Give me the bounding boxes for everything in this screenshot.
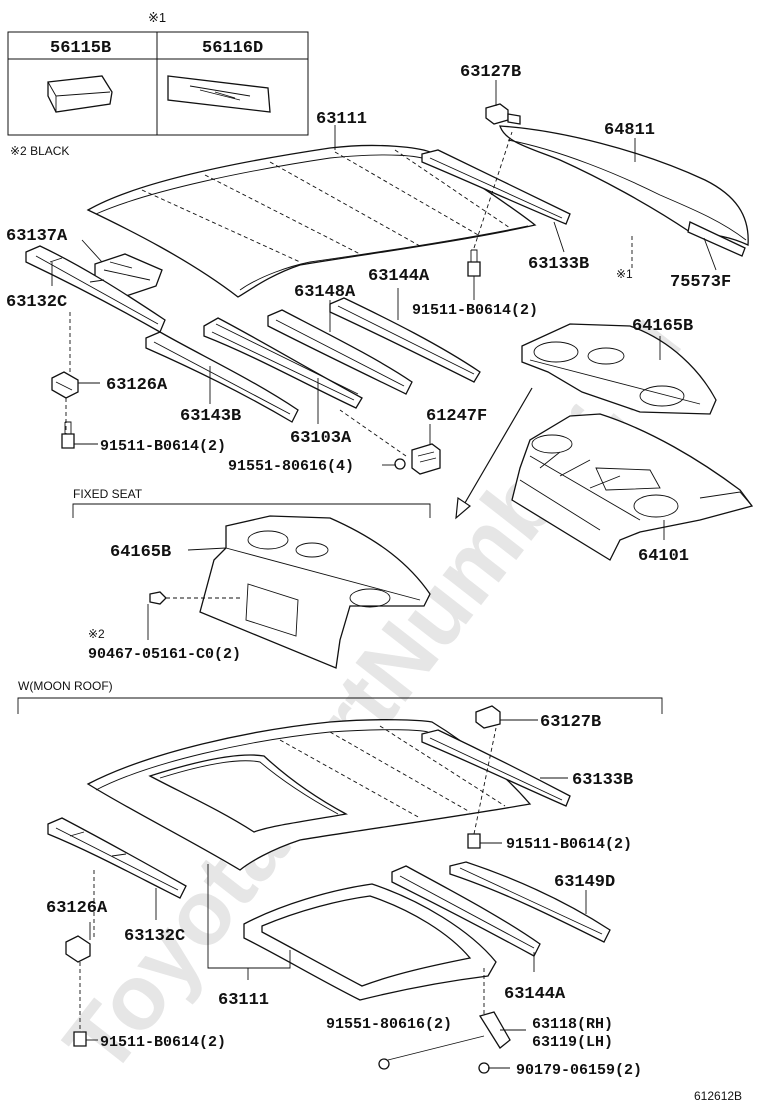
- label-91511-bottom-left: 91511-B0614(2): [100, 1034, 226, 1051]
- bow-63103a: [203, 317, 363, 409]
- nut-91551-top: [394, 458, 406, 470]
- label-63149d: 63149D: [554, 873, 615, 892]
- bow-63148a: [267, 309, 413, 395]
- label-63137a: 63137A: [6, 227, 68, 246]
- moon-roof-section: W(MOON ROOF): [17, 679, 663, 1074]
- label-90467: 90467-05161-C0(2): [88, 646, 241, 663]
- rail-63133b-top: [421, 149, 571, 225]
- rail-63133b-bottom: [421, 729, 571, 807]
- label-63133b-bottom: 63133B: [572, 771, 633, 790]
- label-63126a-top: 63126A: [106, 376, 168, 395]
- label-63127b-bottom: 63127B: [540, 713, 601, 732]
- shelf-64165b-top: [521, 323, 717, 415]
- label-75573f: 75573F: [670, 273, 731, 292]
- figure-id: 612612B: [694, 1089, 742, 1103]
- label-63144a-top: 63144A: [368, 267, 430, 286]
- label-63111-top: 63111: [316, 110, 367, 129]
- panel-64811: [499, 125, 749, 257]
- label-64101: 64101: [638, 547, 689, 566]
- legend-mark: ※1: [148, 10, 166, 25]
- clip-90179: [478, 1062, 490, 1074]
- label-63126a-bottom: 63126A: [46, 899, 108, 918]
- label-63132c-bottom: 63132C: [124, 927, 185, 946]
- label-63118: 63118(RH): [532, 1016, 613, 1033]
- bow-63143b: [145, 331, 299, 423]
- label-mark1-right: ※1: [616, 267, 633, 281]
- label-63119: 63119(LH): [532, 1034, 613, 1051]
- legend-note: ※2 BLACK: [10, 144, 69, 158]
- label-63111-bottom: 63111: [218, 991, 269, 1010]
- nut-91551-bottom: [378, 1058, 390, 1070]
- label-63133b-top: 63133B: [528, 255, 589, 274]
- label-63144a-bottom: 63144A: [504, 985, 566, 1004]
- label-91511-left: 91511-B0614(2): [100, 438, 226, 455]
- moon-roof-title: W(MOON ROOF): [18, 679, 113, 693]
- screw-91511-bottom-right: [467, 833, 481, 849]
- label-63127b-top: 63127B: [460, 63, 521, 82]
- label-61247f: 61247F: [426, 407, 487, 426]
- fixed-seat-title: FIXED SEAT: [73, 487, 143, 501]
- rail-63132c-top: [25, 245, 166, 333]
- legend-col-56116d: 56116D: [202, 39, 263, 58]
- screw-91511-left: [61, 421, 75, 449]
- hinge-61247f: [394, 443, 441, 475]
- part-labels: 63127B 63111 64811 63137A 63133B ※1 6313…: [6, 63, 742, 1103]
- screw-91511-mid: [467, 249, 481, 277]
- label-mark2: ※2: [88, 627, 105, 641]
- legend-col-56115b: 56115B: [50, 39, 111, 58]
- label-91551-top: 91551-80616(4): [228, 458, 354, 475]
- legend-box: ※1 56115B 56116D ※2 BLACK: [7, 10, 309, 158]
- clip-63126a-top: [51, 371, 79, 399]
- pad-56116d: [167, 75, 271, 113]
- direction-arrow: [455, 387, 533, 520]
- label-90179: 90179-06159(2): [516, 1062, 642, 1079]
- bow-63144a: [329, 297, 481, 383]
- roof-panel: [86, 144, 537, 298]
- leader-lines: [51, 80, 717, 1069]
- clip-63126a-bottom: [65, 935, 91, 963]
- label-91551-bottom: 91551-80616(2): [326, 1016, 452, 1033]
- bracket-63118: [478, 1011, 511, 1049]
- label-64811: 64811: [604, 121, 655, 140]
- clip-63127b-top: [485, 103, 521, 125]
- label-63103a: 63103A: [290, 429, 352, 448]
- label-63132c-top: 63132C: [6, 293, 67, 312]
- package-tray-64101: [511, 413, 754, 561]
- label-91511-bottom-right: 91511-B0614(2): [506, 836, 632, 853]
- label-64165b-fixed: 64165B: [110, 543, 171, 562]
- label-63148a: 63148A: [294, 283, 356, 302]
- fixed-seat-section: FIXED SEAT: [72, 487, 431, 669]
- label-91511-mid: 91511-B0614(2): [412, 302, 538, 319]
- label-63143b: 63143B: [180, 407, 241, 426]
- clip-63127b-bottom: [475, 705, 501, 729]
- label-64165b-top: 64165B: [632, 317, 693, 336]
- clip-90467: [149, 591, 167, 605]
- rail-63132c-bottom: [47, 817, 187, 899]
- screw-91511-bottom-left: [73, 1031, 87, 1047]
